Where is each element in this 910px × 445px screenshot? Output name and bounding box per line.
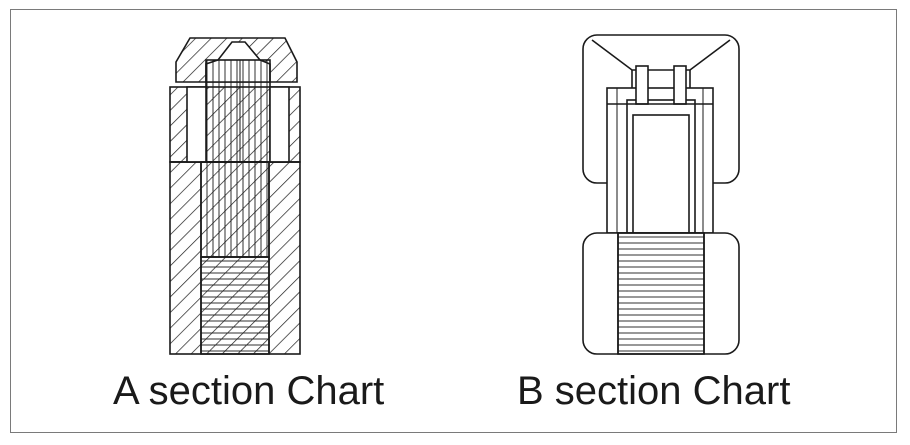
b-prong-left (635, 65, 649, 105)
a-thread (200, 256, 270, 355)
a-section-drawing (169, 37, 301, 355)
b-prong-right (673, 65, 687, 105)
caption-b-section: B section Chart (517, 369, 791, 413)
b-section-drawing (582, 34, 740, 355)
figure-frame (10, 9, 897, 433)
a-collet-step-right (269, 86, 290, 163)
b-head-cone (591, 39, 731, 71)
caption-a-section: A section Chart (113, 369, 385, 413)
b-thread (617, 232, 705, 355)
a-bore-middle (200, 161, 270, 258)
a-collet-fingers (205, 59, 271, 163)
